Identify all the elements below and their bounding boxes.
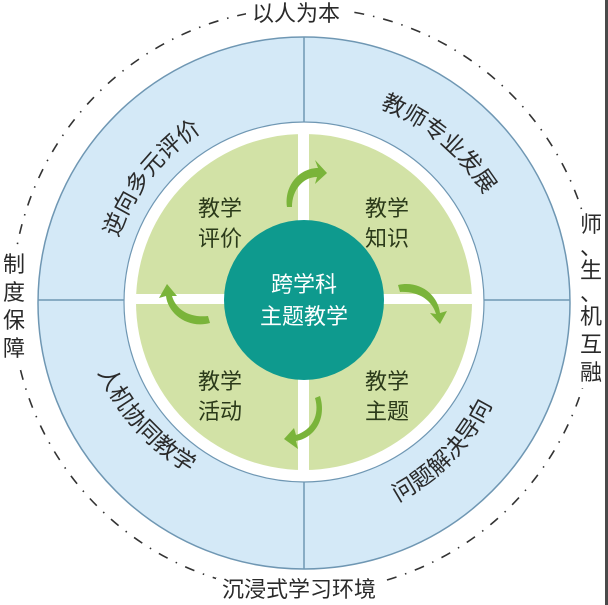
arrow-top-icon: [286, 160, 327, 207]
arrow-bottom-icon: [284, 396, 323, 449]
right-edge-bar: [605, 0, 608, 605]
quadrant-line2: 主题: [364, 400, 409, 425]
perimeter-label-left: 制度保障: [2, 252, 26, 364]
quadrant-label-bottom-left: 教学 活动: [190, 368, 250, 428]
right-char: 互: [579, 333, 602, 358]
arrow-left-icon: [159, 284, 210, 325]
quadrant-line1: 教学: [197, 370, 242, 395]
quadrant-label-top-right: 教学 知识: [357, 195, 417, 255]
right-char: 、: [579, 236, 602, 261]
perimeter-label-top: 以人为本: [246, 2, 347, 28]
quadrant-line2: 评价: [197, 227, 242, 252]
quadrant-line2: 知识: [364, 227, 409, 252]
right-char: 机: [579, 305, 602, 330]
center-line1: 跨学科: [270, 273, 337, 298]
center-line2: 主题教学: [259, 305, 348, 330]
quadrant-line1: 教学: [197, 197, 242, 222]
quadrant-label-bottom-right: 教学 主题: [357, 368, 417, 428]
right-char: 生: [579, 259, 602, 284]
right-char: 、: [579, 282, 602, 307]
center-label: 跨学科 主题教学: [234, 270, 374, 334]
right-char: 师: [579, 213, 602, 238]
perimeter-label-right: 师 、 生 、 机 互 融: [578, 212, 604, 388]
quadrant-line2: 活动: [197, 400, 242, 425]
quadrant-line1: 教学: [364, 197, 409, 222]
right-char: 融: [579, 361, 602, 386]
center-circle: [224, 220, 384, 380]
quadrant-line1: 教学: [364, 370, 409, 395]
arrow-right-icon: [398, 284, 447, 324]
quadrant-label-top-left: 教学 评价: [190, 195, 250, 255]
perimeter-label-bottom: 沉浸式学习环境: [216, 578, 383, 604]
